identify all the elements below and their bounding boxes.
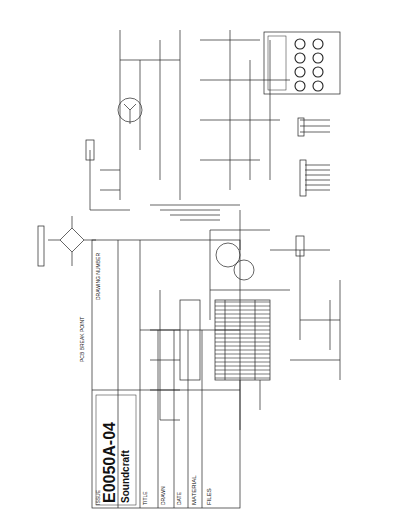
- title-block-text: DRAWN: [161, 486, 166, 505]
- title-block-text: ISSUE: [96, 490, 101, 505]
- title-block-text: DRAWING NUMBER: [96, 253, 101, 300]
- title-block-text: FILES: [206, 488, 212, 505]
- title-block-text: Soundcraft: [121, 450, 131, 503]
- title-block-text: PCB BREAK POINT: [80, 317, 85, 362]
- title-block-text: TITLE: [143, 491, 148, 505]
- title-block-text: E0050A-04: [102, 422, 118, 503]
- title-block-text: DATE: [177, 492, 182, 505]
- title-block-text: MATERIAL: [191, 475, 197, 505]
